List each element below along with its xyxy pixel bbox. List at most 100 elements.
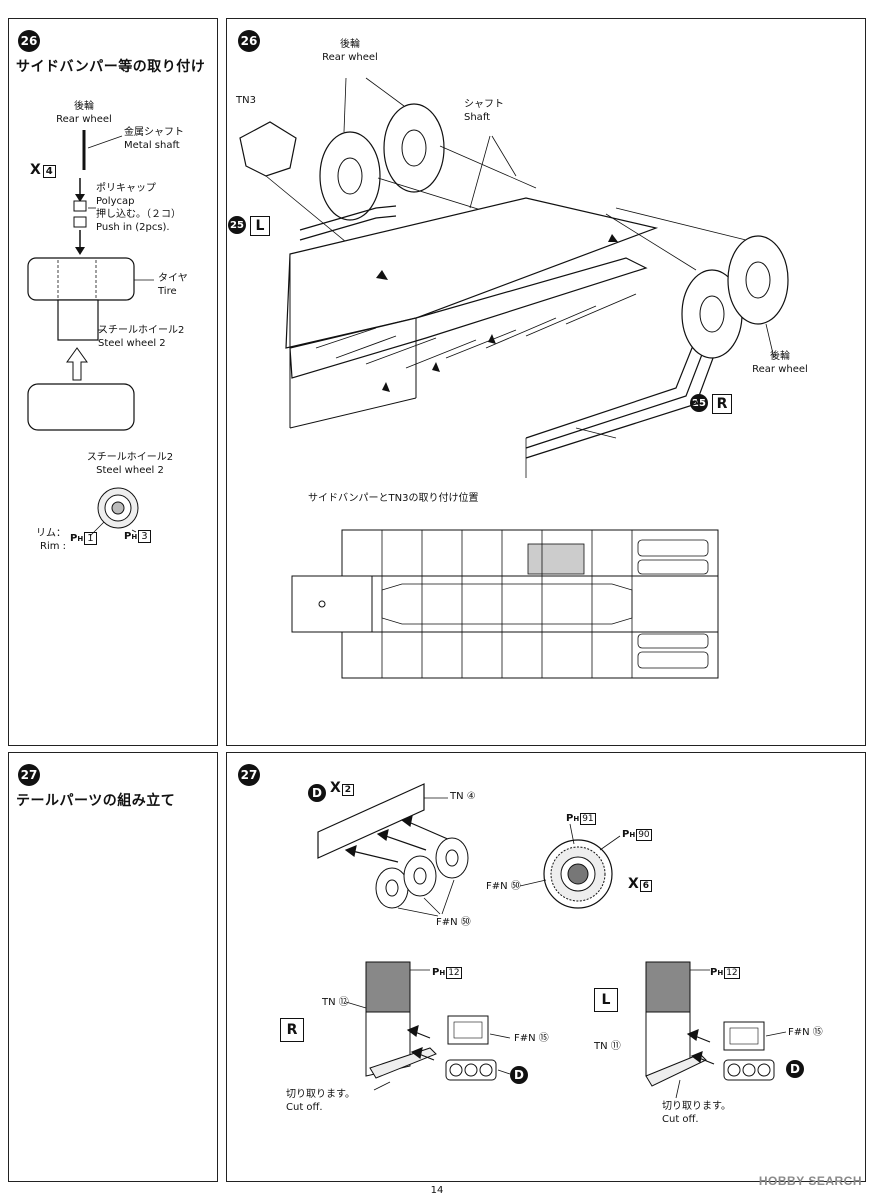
page-number: 14 (430, 1185, 444, 1196)
polycap-label-jp: ポリキャップ (96, 183, 156, 194)
steel-wheel-label-jp: スチールホイール2 (98, 325, 185, 336)
polycap-2 (73, 216, 87, 228)
tn4-label: TN ④ (450, 791, 476, 802)
gear-wheels (375, 837, 469, 909)
tire-label-en: Tire (158, 286, 177, 297)
step-title-26: サイドバンパー等の取り付け (16, 59, 206, 75)
panel-step27-right (226, 752, 866, 1182)
trailer-deck-center (341, 575, 719, 633)
step-badge-27-left: 27 (18, 764, 40, 786)
paint-ph3-sub: H (131, 533, 138, 541)
x2-letter: X (330, 780, 341, 796)
step27-L-drawing (645, 961, 787, 1099)
paint-ph12-l-num: 12 (724, 967, 740, 979)
rim-label-en: Rim : (40, 541, 67, 552)
step-badge-26-left: 26 (18, 30, 40, 52)
panel-step26-left (8, 18, 218, 746)
paint-ph91-sub: H (573, 815, 580, 823)
fn15-label-r: F#N ⑮ (514, 1033, 549, 1044)
paint-ph3-p: P (124, 531, 132, 542)
watermark-logo: HOBBY SEARCH (758, 1174, 862, 1188)
paint-ph1-p: P (70, 533, 78, 544)
polycap-label-en: Polycap (96, 196, 135, 207)
shaft-leader (87, 135, 123, 149)
paint-ph91-p: P (566, 813, 574, 824)
step-title-27: テールパーツの組み立て (16, 793, 176, 809)
light-cluster-r (445, 1059, 497, 1081)
cut-off-jp-r: 切り取ります。 (286, 1089, 355, 1100)
paint-ph12-r-p: P (432, 967, 440, 978)
paint-ph90-sub: H (629, 831, 636, 839)
step26-left-drawing (27, 130, 154, 537)
tn3-label: TN3 (236, 95, 256, 106)
side-L-box: L (594, 988, 618, 1012)
fn15-label-l: F#N ⑮ (788, 1027, 823, 1038)
bracket-plate-l (723, 1021, 765, 1051)
tn11-label: TN ⑪ (594, 1041, 621, 1052)
paint-ph90-num: 90 (636, 829, 652, 841)
step26-chassis-drawing (239, 77, 789, 478)
cut-off-en-l: Cut off. (662, 1114, 699, 1125)
ref-L-box: L (250, 216, 270, 236)
steel-wheel2-label-jp: スチールホイール2 (86, 452, 174, 463)
tire-drawing (27, 257, 135, 301)
paint-ph12-r-num: 12 (446, 967, 462, 979)
shaft-label-jp: シャフト (464, 99, 504, 110)
bracket-plate-r (447, 1015, 489, 1045)
paint-ph3-num: 3 (138, 530, 151, 543)
chassis-frame (285, 197, 659, 349)
x-count-num: 4 (42, 165, 56, 178)
tn3-position-highlight (527, 543, 585, 575)
x6-num: 6 (639, 880, 653, 892)
arrow-down-2 (75, 247, 85, 255)
cut-off-en-r: Cut off. (286, 1102, 323, 1113)
paint-ph91-num: 91 (580, 813, 596, 825)
mudflap-R (365, 961, 411, 1013)
rear-wheel-top-en: Rear wheel (322, 52, 378, 63)
panel-step27-left (8, 752, 218, 1182)
side-bumper-left (299, 205, 397, 231)
part-tree-D-l: D (786, 1060, 804, 1078)
tire-lower-drawing (27, 383, 135, 431)
part-tree-D-top: D (308, 784, 326, 802)
step-badge-27-right: 27 (238, 764, 260, 786)
ref-25-left: 25 (228, 216, 246, 234)
position-caption: サイドバンパーとTN3の取り付け位置 (308, 493, 479, 504)
metal-shaft-label-jp: 金属シャフト (124, 127, 184, 138)
arrow-down-1 (75, 194, 85, 202)
steel-wheel2-label-en: Steel wheel 2 (96, 465, 164, 476)
tn4-plate (317, 783, 425, 859)
tn3-part (239, 121, 297, 177)
polycap-1 (73, 200, 87, 212)
metal-shaft-label-en: Metal shaft (124, 140, 180, 151)
rim-label-jp: リム： (36, 528, 66, 539)
paint-ph12-l-p: P (710, 967, 718, 978)
ref-R-box: R (712, 394, 732, 414)
light-cluster-l (723, 1059, 775, 1081)
rear-wheel-top-1 (319, 131, 381, 221)
x2-num: 2 (341, 784, 355, 796)
paint-ph1-num: 1 (84, 532, 97, 545)
x6-letter: X (628, 876, 639, 892)
rear-wheel-right-jp: 後輪 (770, 351, 790, 362)
fn51-label-a: F#N ㊿ (436, 917, 471, 928)
side-R-box: R (280, 1018, 304, 1042)
paint-ph12-r-sub: H (439, 969, 446, 977)
panel-step26-right (226, 18, 866, 746)
step27-R-drawing (345, 961, 511, 1091)
steel-wheel-label-en: Steel wheel 2 (98, 338, 166, 349)
rear-wheel-right-2 (727, 235, 789, 325)
paint-ph90-p: P (622, 829, 630, 840)
rear-wheel-top-jp: 後輪 (340, 39, 360, 50)
side-bumper-right (525, 337, 697, 439)
wheel-hub-center (567, 863, 589, 885)
fn51-label-b: F#N ㊿ (486, 881, 521, 892)
